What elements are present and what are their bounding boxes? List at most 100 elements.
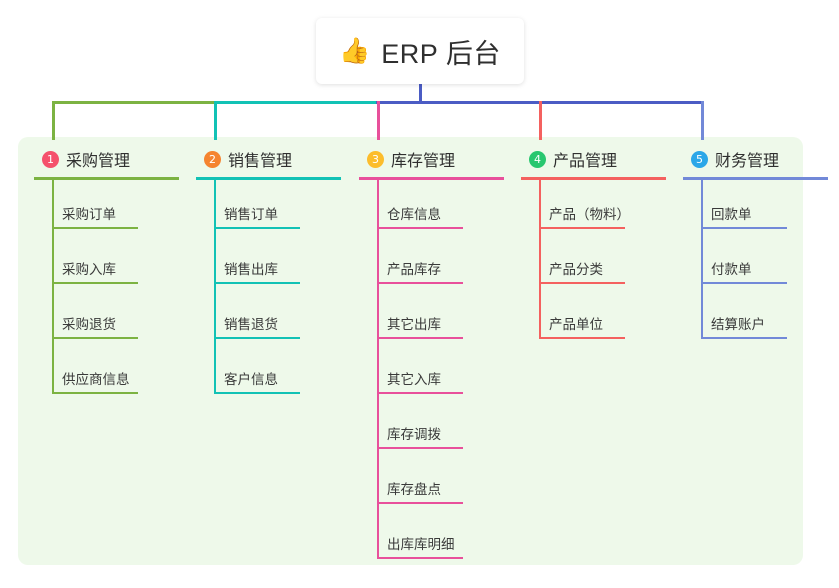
branch-title: 采购管理 xyxy=(66,153,131,170)
branch-leaf-underline xyxy=(377,447,463,449)
branch-title: 库存管理 xyxy=(391,153,456,170)
branch-leaf-item[interactable]: 采购入库 xyxy=(34,235,194,290)
branch-leaf-item[interactable]: 库存盘点 xyxy=(359,455,519,510)
branch-leaf-item[interactable]: 出库库明细 xyxy=(359,510,519,565)
branch-column-3: 3 库存管理仓库信息产品库存其它出库其它入库库存调拨库存盘点出库库明细 xyxy=(359,147,519,565)
branch-header-underline xyxy=(196,177,341,180)
branch-leaf-label: 产品分类 xyxy=(549,262,603,277)
branch-leaf-label: 结算账户 xyxy=(711,317,765,332)
branch-leaf-item[interactable]: 产品库存 xyxy=(359,235,519,290)
bus-connector-segment-b xyxy=(214,101,377,104)
branch-leaf-item[interactable]: 采购订单 xyxy=(34,180,194,235)
branch-leaf-underline xyxy=(214,337,300,339)
branch-leaf-label: 出库库明细 xyxy=(387,537,455,552)
branch-leaf-label: 产品库存 xyxy=(387,262,441,277)
bus-connector-segment-a xyxy=(52,101,215,104)
branch-header-5[interactable]: 5 财务管理 xyxy=(683,147,839,171)
branch-leaf-item[interactable]: 回款单 xyxy=(683,180,839,235)
branch-leaf-underline xyxy=(539,227,625,229)
branch-leaf-underline xyxy=(52,337,138,339)
branch-spine xyxy=(214,180,216,394)
branch-leaf-label: 库存盘点 xyxy=(387,482,441,497)
branch-leaf-label: 销售出库 xyxy=(224,262,278,277)
branch-leaf-item[interactable]: 产品分类 xyxy=(521,235,681,290)
branch-header-2[interactable]: 2 销售管理 xyxy=(196,147,356,171)
branch-items: 销售订单销售出库销售退货客户信息 xyxy=(196,180,356,400)
branch-leaf-underline xyxy=(52,227,138,229)
branch-leaf-underline xyxy=(377,227,463,229)
branch-drop-connector-5 xyxy=(701,101,704,140)
branch-leaf-item[interactable]: 产品单位 xyxy=(521,290,681,345)
thumbs-up-icon: 👍 xyxy=(339,36,371,65)
root-node[interactable]: 👍 ERP 后台 xyxy=(316,18,524,84)
branch-drop-connector-4 xyxy=(539,101,542,140)
branch-leaf-underline xyxy=(701,227,787,229)
branch-spine xyxy=(539,180,541,339)
branch-leaf-underline xyxy=(377,502,463,504)
branch-leaf-label: 其它出库 xyxy=(387,317,441,332)
branch-header-4[interactable]: 4 产品管理 xyxy=(521,147,681,171)
branch-leaf-underline xyxy=(52,392,138,394)
branch-leaf-underline xyxy=(377,557,463,559)
branch-leaf-item[interactable]: 其它入库 xyxy=(359,345,519,400)
branch-number-badge: 5 xyxy=(691,150,708,168)
branch-title: 产品管理 xyxy=(553,153,618,170)
branch-header-underline xyxy=(521,177,666,180)
branch-leaf-underline xyxy=(214,392,300,394)
branch-title: 销售管理 xyxy=(228,153,293,170)
branch-column-1: 1 采购管理采购订单采购入库采购退货供应商信息 xyxy=(34,147,194,400)
branch-leaf-item[interactable]: 销售订单 xyxy=(196,180,356,235)
branch-leaf-underline xyxy=(214,227,300,229)
branch-leaf-label: 采购订单 xyxy=(62,207,116,222)
branch-leaf-underline xyxy=(539,337,625,339)
branch-leaf-underline xyxy=(214,282,300,284)
branch-items: 产品（物料） 产品分类产品单位 xyxy=(521,180,681,345)
branch-leaf-label: 库存调拨 xyxy=(387,427,441,442)
branch-items: 采购订单采购入库采购退货供应商信息 xyxy=(34,180,194,400)
branch-leaf-label: 销售退货 xyxy=(224,317,278,332)
branch-leaf-underline xyxy=(377,392,463,394)
branch-leaf-underline xyxy=(52,282,138,284)
branch-leaf-item[interactable]: 库存调拨 xyxy=(359,400,519,455)
branch-leaf-label: 销售订单 xyxy=(224,207,278,222)
branch-number-badge: 1 xyxy=(42,150,59,168)
branch-column-5: 5 财务管理回款单付款单结算账户 xyxy=(683,147,839,345)
branch-leaf-item[interactable]: 付款单 xyxy=(683,235,839,290)
branch-header-3[interactable]: 3 库存管理 xyxy=(359,147,519,171)
branch-spine xyxy=(701,180,703,339)
branch-items: 回款单付款单结算账户 xyxy=(683,180,839,345)
branch-leaf-item[interactable]: 采购退货 xyxy=(34,290,194,345)
branch-column-4: 4 产品管理产品（物料） 产品分类产品单位 xyxy=(521,147,681,345)
branch-drop-connector-2 xyxy=(214,101,217,140)
branch-leaf-label: 客户信息 xyxy=(224,372,278,387)
branch-leaf-item[interactable]: 供应商信息 xyxy=(34,345,194,400)
branch-number-badge: 3 xyxy=(367,150,384,168)
branch-number-badge: 4 xyxy=(529,150,546,168)
branch-leaf-item[interactable]: 产品（物料） xyxy=(521,180,681,235)
branch-leaf-item[interactable]: 客户信息 xyxy=(196,345,356,400)
branch-leaf-item[interactable]: 其它出库 xyxy=(359,290,519,345)
branch-column-2: 2 销售管理销售订单销售出库销售退货客户信息 xyxy=(196,147,356,400)
branch-leaf-underline xyxy=(701,337,787,339)
branch-header-1[interactable]: 1 采购管理 xyxy=(34,147,194,171)
branch-leaf-item[interactable]: 销售出库 xyxy=(196,235,356,290)
root-stem-connector xyxy=(419,84,422,102)
branch-title: 财务管理 xyxy=(715,153,780,170)
branch-leaf-underline xyxy=(701,282,787,284)
branch-number-badge: 2 xyxy=(204,150,221,168)
branch-leaf-item[interactable]: 结算账户 xyxy=(683,290,839,345)
branch-leaf-label: 采购退货 xyxy=(62,317,116,332)
diagram-card xyxy=(18,137,803,565)
branch-drop-connector-1 xyxy=(52,101,55,140)
branch-header-underline xyxy=(34,177,179,180)
branch-drop-connector-3 xyxy=(377,101,380,140)
branch-spine xyxy=(52,180,54,394)
branch-leaf-item[interactable]: 仓库信息 xyxy=(359,180,519,235)
branch-leaf-label: 仓库信息 xyxy=(387,207,441,222)
branch-leaf-underline xyxy=(377,337,463,339)
branch-leaf-underline xyxy=(539,282,625,284)
branch-leaf-item[interactable]: 销售退货 xyxy=(196,290,356,345)
branch-header-underline xyxy=(359,177,504,180)
branch-header-underline xyxy=(683,177,828,180)
branch-leaf-label: 供应商信息 xyxy=(62,372,130,387)
